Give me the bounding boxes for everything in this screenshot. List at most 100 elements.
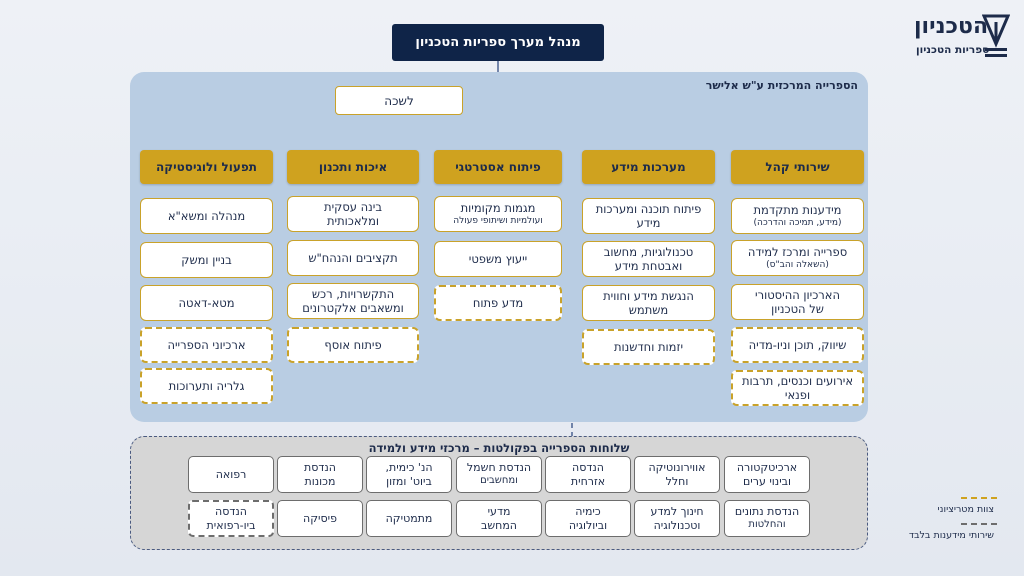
faculty-label-line: הנ' כימית, (385, 460, 433, 474)
faculty-label-line: מדעי (487, 504, 511, 518)
faculties-title: שלוחות הספרייה בפקולטות – מרכזי מידע ולמ… (368, 441, 630, 455)
faculty-label-line: הנדסה (215, 504, 247, 518)
legend-info-line (961, 523, 997, 525)
faculty-label-note: ומחשבים (480, 475, 518, 487)
unit-label-line: ומשאבים אלקטרונים (302, 301, 404, 315)
unit-label-line: אירועים וכנסים, תרבות (741, 373, 854, 388)
unit-label-line: פיתוח אוסף (324, 337, 382, 352)
department-header: איכות ותכנון (287, 150, 419, 184)
faculty-label-line: וביולוגיה (568, 518, 608, 532)
unit-label-line: שיווק, תוכן וניו-מדיה (748, 337, 847, 352)
department-unit: בניין ומשק (140, 242, 273, 278)
unit-label-line: גלריה ותערוכות (168, 378, 245, 393)
technion-logo-icon (982, 14, 1010, 57)
faculty-label-line: אווירונוטיקה (648, 460, 706, 474)
faculty-label-line: וחלל (665, 474, 689, 488)
faculty-label-line: וטכנולוגיה (653, 518, 701, 532)
faculty-label-line: הנדסה (572, 460, 604, 474)
director-box: מנהל מערך ספריות הטכניון (392, 24, 604, 61)
unit-label-line: ומלאכותית (326, 214, 380, 228)
unit-label-line: בינה עסקית (324, 199, 382, 214)
unit-label-line: ואבטחת מידע (614, 259, 683, 273)
department-unit: ייעוץ משפטי (434, 241, 562, 277)
faculty-label-line: כימיה (575, 504, 601, 518)
legend-matrix-line (961, 497, 997, 499)
faculty-label-line: הנדסת (304, 460, 336, 474)
faculty-label-line: ביוט' ומזון (386, 474, 432, 488)
department-unit: פיתוח אוסף (287, 327, 419, 363)
logo-subtitle: ספריות הטכניון (916, 44, 990, 56)
faculty-label-line: ארכיטקטורה (736, 460, 798, 474)
department-unit: מטא-דאטה (140, 285, 273, 321)
unit-label-line: מידענות מתקדמת (753, 203, 842, 218)
department-unit: מידענות מתקדמת(מידע, תמיכה והדרכה) (731, 198, 864, 234)
faculty-label-line: חינוך למדע (650, 504, 704, 518)
department-unit: תקציבים והנהח"ש (287, 240, 419, 276)
unit-label-line: ופנאי (784, 388, 811, 402)
unit-label-line: מטא-דאטה (178, 295, 235, 310)
department-header: פיתוח אסטרטגי (434, 150, 562, 184)
unit-label-line: של הטכניון (771, 302, 824, 316)
department-unit: מדע פתוח (434, 285, 562, 321)
faculty-label-line: פיסיקה (303, 511, 337, 525)
department-unit: גלריה ותערוכות (140, 368, 273, 404)
unit-label-note: (השאלה והב"ס) (766, 259, 829, 270)
faculty-branch: הנ' כימית,ביוט' ומזון (366, 456, 452, 493)
unit-label-line: מדע פתוח (472, 295, 524, 310)
secretariat-box: לשכה (335, 86, 463, 115)
unit-label-line: התקשרויות, רכש (311, 286, 395, 301)
unit-label-line: ארכיוני הספרייה (167, 337, 246, 352)
faculty-label-line: מכונות (304, 474, 336, 488)
legend-info-label: שירותי מידענות בלבד (908, 530, 994, 541)
department-header: שירותי קהל (731, 150, 864, 184)
unit-label-line: בניין ומשק (181, 252, 232, 267)
faculty-label-line: הנדסת נתונים (734, 505, 800, 519)
unit-label-line: ספרייה ומרכז למידה (747, 245, 848, 260)
unit-label-line: תקציבים והנהח"ש (308, 250, 398, 265)
department-unit: שיווק, תוכן וניו-מדיה (731, 327, 864, 363)
central-library-title: הספרייה המרכזית ע"ש אלישר (705, 79, 858, 92)
unit-label-line: מנהלה ומשא"א (167, 208, 246, 223)
logo-name: הטכניון (914, 14, 989, 39)
faculty-label-line: אזרחית (570, 474, 606, 488)
unit-label-line: ייעוץ משפטי (468, 251, 528, 266)
faculty-label-line: המחשב (481, 518, 517, 532)
unit-label-line: פיתוח תוכנה ומערכות (595, 201, 702, 216)
unit-label-line: הנגשת מידע וחווית (603, 288, 694, 303)
unit-label-line: הארכיון ההיסטורי (755, 287, 840, 302)
unit-label-note: ועולמיות ושיתופי פעולה (453, 215, 543, 226)
department-unit: מנהלה ומשא"א (140, 198, 273, 234)
faculty-label-note: והחלטות (748, 519, 786, 531)
unit-label-line: מידע (636, 216, 661, 230)
faculty-branch: רפואה (188, 456, 274, 493)
department-unit: ארכיוני הספרייה (140, 327, 273, 363)
faculty-label-line: הנדסת חשמל (466, 461, 532, 475)
department-header: תפעול ולוגיסטיקה (140, 150, 273, 184)
department-unit: יזמות וחדשנות (582, 329, 715, 365)
unit-label-line: טכנולוגיות, מחשוב (603, 244, 694, 259)
unit-label-line: יזמות וחדשנות (613, 339, 684, 354)
unit-label-line: משתמש (628, 303, 669, 317)
faculty-label-line: רפואה (215, 467, 247, 481)
faculty-label-line: ביו-רפואית (206, 518, 256, 532)
legend-matrix-label: צוות מטריציוני (937, 504, 994, 515)
unit-label-note: (מידע, תמיכה והדרכה) (753, 217, 842, 228)
faculty-label-line: מתמטיקה (385, 511, 433, 525)
